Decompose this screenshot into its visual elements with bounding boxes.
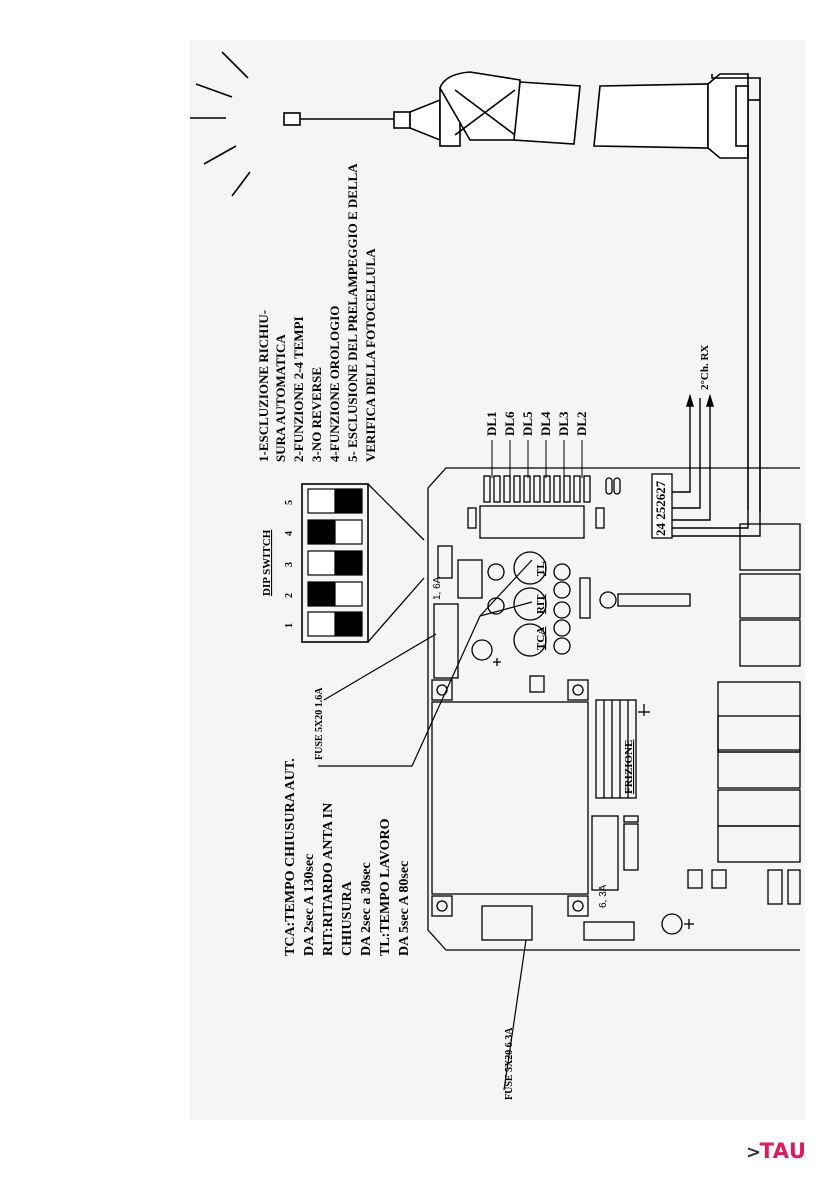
led-label-dl3: DL3 bbox=[556, 411, 571, 436]
brand-chevron-icon: > bbox=[746, 1142, 762, 1163]
trimmer-note-2: DA 2sec A 130sec bbox=[302, 854, 317, 956]
fuse-2-value: 6, 3A bbox=[598, 884, 609, 908]
led-label-dl2: DL2 bbox=[574, 411, 589, 436]
dip-switch-4 bbox=[307, 519, 363, 545]
dip-number-5: 5 bbox=[284, 500, 295, 505]
led-labels: DL1 DL6 DL5 DL4 DL3 DL2 bbox=[484, 411, 589, 478]
terminal-block: 24 252627 bbox=[651, 473, 673, 539]
led-row bbox=[483, 475, 591, 503]
trimmer-note-6: TL:TEMPO LAVORO bbox=[378, 818, 393, 956]
led-label-dl4: DL4 bbox=[538, 411, 553, 436]
trimmer-note-7: DA 5sec A 80sec bbox=[397, 861, 412, 956]
brand-logo: >TAU bbox=[746, 1139, 806, 1163]
dip-function-list: 1-ESCLUZIONE RICHIU- SURA AUTOMATICA 2-F… bbox=[256, 163, 378, 462]
led-label-dl1: DL1 bbox=[484, 411, 499, 436]
dip-function-line-5: 4-FUNZIONE OROLOGIO bbox=[327, 306, 342, 462]
antenna-connector bbox=[393, 71, 761, 512]
dip-switch-2 bbox=[307, 581, 363, 607]
trimmer-notes: TCA:TEMPO CHIUSURA AUT. DA 2sec A 130sec… bbox=[283, 758, 412, 956]
dip-number-2: 2 bbox=[284, 593, 295, 598]
trimmer-tl-label: TL bbox=[535, 561, 547, 576]
fuse-small-label: FUSE 5X20 1.6A bbox=[314, 687, 325, 760]
receiver-label: 2°Ch. RX bbox=[699, 345, 711, 390]
dip-function-line-7: VERIFICA DELLA FOTOCELLULA bbox=[363, 248, 378, 462]
leader-lines bbox=[318, 559, 533, 1091]
dip-function-line-6: 5- ESCLUSIONE DEL PRELAMPEGGIO E DELLA bbox=[345, 163, 360, 462]
trimmer-note-5: DA 2sec a 30sec bbox=[359, 862, 374, 956]
dip-function-line-3: 2-FUNZIONE 2-4 TEMPI bbox=[291, 316, 306, 462]
brand-name: TAU bbox=[759, 1139, 807, 1163]
fuse-1-value: 1, 6A bbox=[432, 576, 443, 600]
dip-function-line-1: 1-ESCLUZIONE RICHIU- bbox=[256, 310, 271, 462]
trimmer-note-3: RIT:RITARDO ANTA IN bbox=[321, 803, 336, 956]
dip-function-line-4: 3-NO REVERSE bbox=[309, 367, 324, 462]
antenna-signal bbox=[190, 51, 394, 197]
dip-switch-1 bbox=[307, 611, 363, 637]
dip-switch-5 bbox=[307, 488, 363, 514]
trimmer-rit-label: RIT bbox=[535, 594, 547, 614]
dip-switch-3 bbox=[307, 550, 363, 576]
dip-number-3: 3 bbox=[284, 562, 295, 567]
control-board: 24 252627 1, 6A TL RIT TCA bbox=[427, 467, 801, 951]
dip-switch-title: DIP SWITCH bbox=[261, 529, 273, 596]
dip-number-1: 1 bbox=[284, 623, 295, 628]
dip-function-line-2: SURA AUTOMATICA bbox=[273, 334, 288, 462]
trimmer-tca-label: TCA bbox=[535, 627, 547, 650]
trimmer-note-1: TCA:TEMPO CHIUSURA AUT. bbox=[283, 758, 298, 956]
dip-switch-block: 1 2 3 4 5 DIP SWITCH bbox=[261, 483, 425, 643]
trimmer-note-4: CHIUSURA bbox=[340, 880, 355, 956]
led-label-dl6: DL6 bbox=[502, 411, 517, 436]
fuse-large-label: FUSE 5X20 6.3A bbox=[504, 1027, 515, 1100]
receiver-wiring: 2°Ch. RX bbox=[670, 345, 761, 537]
dip-number-4: 4 bbox=[284, 531, 295, 536]
svg-text:24 252627: 24 252627 bbox=[653, 480, 668, 536]
friction-label: FRIZIONE bbox=[623, 740, 635, 794]
led-label-dl5: DL5 bbox=[520, 411, 535, 436]
